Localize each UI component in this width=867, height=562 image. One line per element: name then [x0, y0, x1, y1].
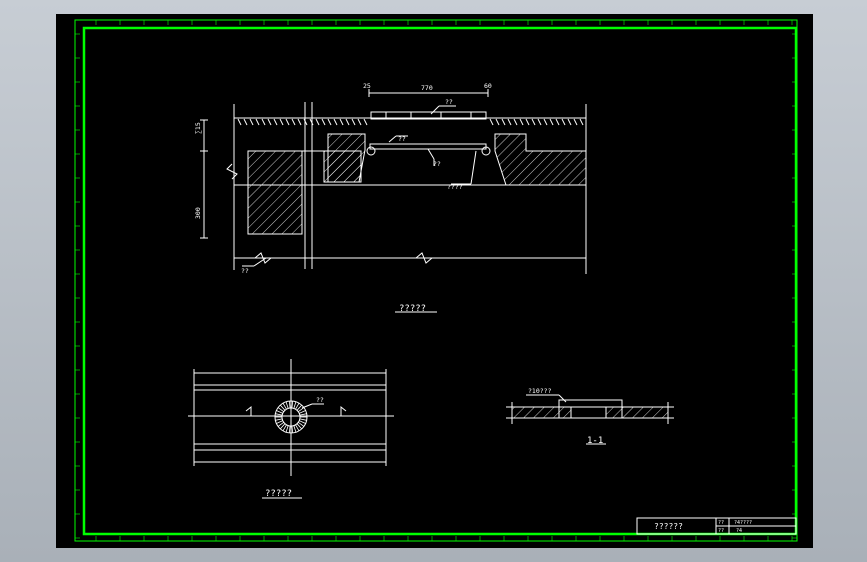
label-mid-plate: ??: [398, 135, 406, 143]
plan-view: [188, 359, 394, 499]
dim-height-bottom: 300: [194, 207, 202, 219]
dim-span: 770: [421, 84, 433, 92]
title-block-cell-d: ?4: [736, 528, 742, 534]
label-bottom-plate: ??: [433, 160, 441, 168]
ground-texture: [237, 118, 584, 126]
title-block-cell-c: ??: [718, 528, 724, 534]
drawing-canvas[interactable]: 25 770 60 ?? ?? ?? ???? ?? ∑15 300 ?????…: [56, 14, 813, 548]
label-top-plate: ??: [445, 98, 453, 106]
plan-title: ?????: [265, 489, 292, 499]
section-title: ?????: [399, 304, 426, 314]
detail-label: ?10???: [528, 387, 552, 395]
frame-ticks: [75, 20, 797, 541]
label-ground: ??: [241, 267, 249, 275]
dim-left-end: 25: [363, 82, 371, 90]
drawing-frame: [74, 19, 798, 542]
title-block: [636, 517, 797, 535]
section-view: [200, 89, 587, 313]
label-ring: ??: [316, 396, 324, 404]
ring-texture: [275, 401, 307, 433]
title-block-cell-a: ??: [718, 520, 724, 526]
title-block-name: ??????: [654, 522, 683, 531]
cad-drawing: 25 770 60 ?? ?? ?? ???? ?? ∑15 300 ?????…: [74, 19, 798, 542]
detail-view: [506, 394, 674, 445]
label-bolt: ????: [447, 183, 463, 191]
dim-right-end: 60: [484, 82, 492, 90]
detail-title: 1-1: [587, 436, 603, 446]
title-block-cell-b: ?4????: [734, 520, 752, 526]
dim-height-top: ∑15: [194, 122, 202, 134]
